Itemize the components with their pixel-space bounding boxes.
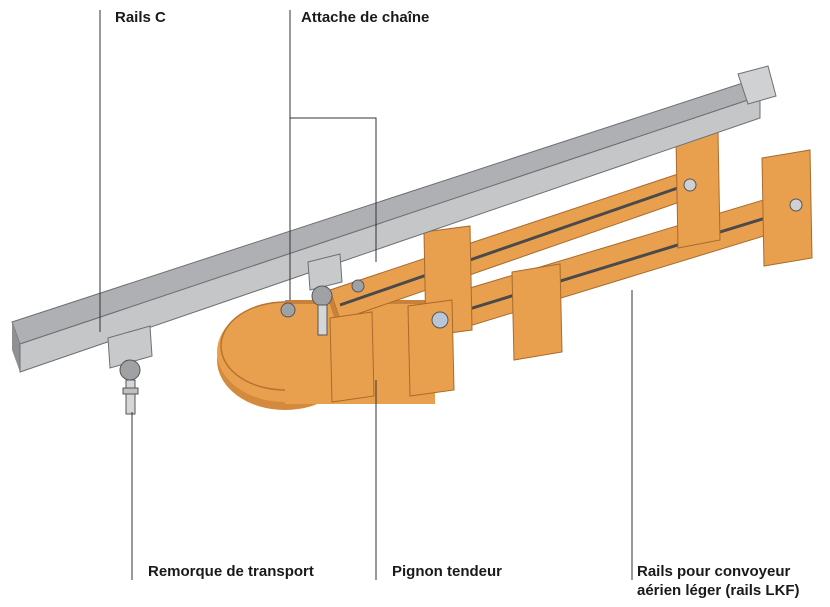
transport-trailer: [107, 325, 153, 415]
leader-lines: [99, 10, 633, 580]
label-lkf-rails-line2: aérien léger (rails LKF): [637, 582, 800, 599]
leader-chain-attachment: [289, 10, 377, 262]
orange-upper-arm: [329, 169, 701, 335]
label-chain-attachment: Attache de chaîne: [301, 9, 430, 26]
label-tension-sprocket: Pignon tendeur: [392, 563, 502, 580]
tension-sprocket-disc: [217, 300, 440, 410]
label-transport-trailer: Remorque de transport: [148, 563, 314, 580]
chain-attachment: [280, 253, 365, 336]
label-c-rail: Rails C: [115, 9, 166, 26]
c-rail: [11, 65, 777, 373]
label-lkf-rails-line1: Rails pour convoyeur: [637, 563, 791, 580]
label-lkf-rails: Rails pour convoyeur aérien léger (rails…: [637, 562, 800, 600]
mounting-plates: [329, 131, 813, 403]
